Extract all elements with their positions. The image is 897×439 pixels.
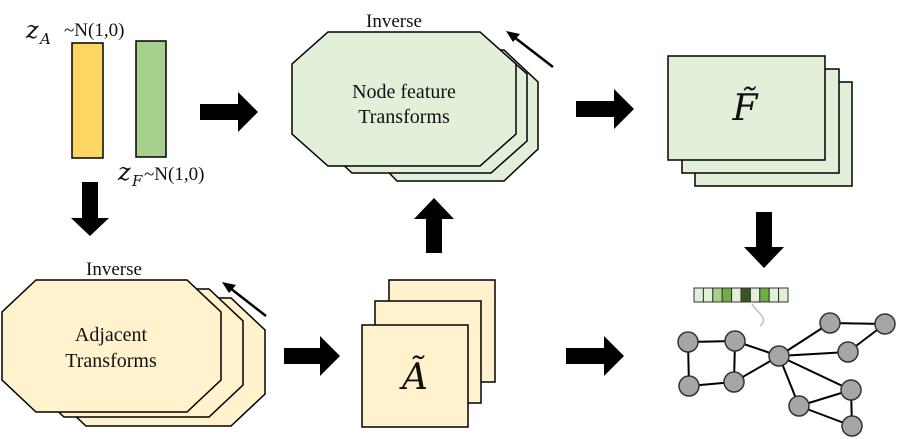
feature-connector [751,303,765,327]
latent-zf: z F ~N(1,0) [117,158,204,190]
arrow-f-to-graph [744,212,784,268]
graph-node [837,341,859,363]
zf-vector-bar [135,40,167,158]
za-subscript: A [38,30,51,48]
adjacent-transform-layer-1 [1,279,222,413]
graph-node [874,313,896,335]
node-transforms-inverse-label: Inverse [366,11,422,32]
f-tilde-stack: F̃ [667,55,853,187]
graph-edge [778,351,849,357]
adjacent-transforms-label-line1: Adjacent [75,324,148,346]
graph-node [819,312,841,334]
feature-vector-cell [712,287,723,303]
feature-vector-cell [740,287,751,303]
a-tilde-stack: Ã [361,279,496,428]
adjacent-transforms-inverse-label: Inverse [86,259,142,280]
adjacent-transforms-stack: Adjacent Transforms [1,279,266,427]
latent-za: z A ~N(1,0) [25,16,124,48]
zf-subscript: F [131,172,143,190]
f-tilde-layer-1 [667,55,826,161]
feature-vector-cell [721,287,733,303]
a-tilde-layer-1 [361,324,469,428]
node-inverse-arrow [506,31,554,68]
zf-symbol: z [117,158,131,186]
feature-vector-cell [702,287,714,303]
graph-node [841,415,863,437]
graph-edge [778,355,852,391]
graph-nodes [677,312,896,437]
feature-vector-cell [759,287,770,303]
graph-node [840,379,862,401]
graph-edges [687,322,886,427]
f-tilde-symbol: F̃ [732,87,760,129]
graph-node [723,371,745,393]
node-feature-transforms-stack: Node feature Transforms [291,31,539,182]
node-transforms-label-line1: Node feature [352,81,456,103]
za-distribution: ~N(1,0) [64,20,124,41]
feature-vector-cell [749,287,761,303]
feature-vector-cell [768,287,780,303]
graph-node [788,395,810,417]
a-tilde-symbol: Ã [399,356,428,398]
node-transforms-label-line2: Transforms [358,106,450,128]
adjacent-inverse-arrow [222,282,267,317]
za-symbol: z [25,16,39,44]
graph-node [677,331,699,353]
adjacent-transforms-label-line2: Transforms [65,350,157,372]
arrow-a-to-node [414,198,454,253]
graph-node [678,375,700,397]
feature-vector [693,287,789,303]
arrow-adjacent-to-a [284,336,340,376]
za-vector-bar [71,42,104,159]
feature-vector-cell [778,287,789,303]
feature-vector-cell [731,287,742,303]
node-transform-layer-1 [291,31,517,167]
arrow-a-to-graph [566,336,624,376]
graph-node [768,345,790,367]
arrow-node-to-f [576,89,634,129]
graph-node [724,330,746,352]
zf-distribution: ~N(1,0) [144,164,204,185]
feature-vector-cell [693,287,704,303]
arrow-latent-to-adjacent [71,182,109,236]
arrow-latent-to-node [200,92,258,132]
